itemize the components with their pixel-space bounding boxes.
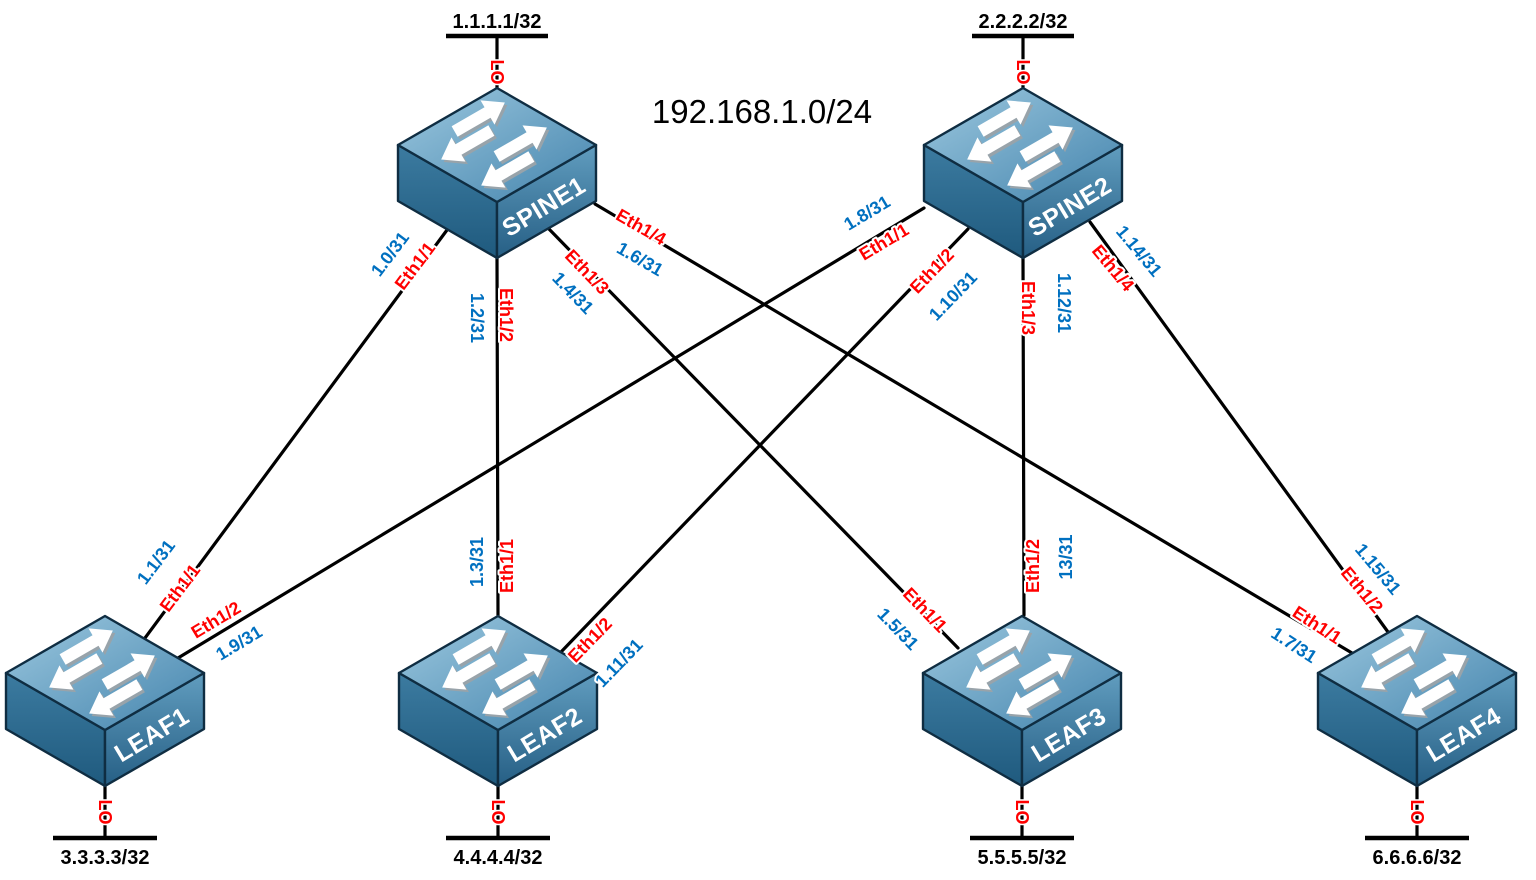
ip-label: 13/31	[1056, 534, 1076, 579]
loopback-label: LO	[487, 60, 507, 85]
link-spine2-leaf4	[1088, 220, 1390, 634]
switch-top-face	[921, 614, 1123, 732]
switch-top-face	[397, 614, 599, 732]
switch-top-face	[922, 86, 1124, 204]
loopback-ip: 6.6.6.6/32	[1373, 847, 1462, 869]
port-label: Eth1/1	[497, 539, 517, 593]
devices-layer: LO1.1.1.1/32SPINE1LO2.2.2.2/32SPINE2LO3.…	[4, 11, 1518, 869]
switch-arrow-icon	[1361, 653, 1417, 693]
switch-arrow-icon	[494, 653, 551, 693]
switch-arrow-icon	[481, 151, 537, 191]
switch-arrow-icon	[89, 679, 145, 719]
link-spine2-leaf3	[1021, 256, 1026, 617]
switch-arrow-icon	[1401, 679, 1457, 719]
loopback-label: LO	[95, 800, 115, 825]
loopback-label: LO	[488, 800, 508, 825]
loopback-ip: 5.5.5.5/32	[978, 847, 1067, 869]
links-layer	[143, 202, 1390, 660]
loopback-label: LO	[1013, 60, 1033, 85]
link-spine1-leaf3	[546, 226, 960, 650]
switch-arrow-icon	[442, 653, 498, 693]
switch-arrow-icon	[49, 653, 105, 693]
switch-arrow-icon	[493, 125, 550, 165]
link-spine1-leaf1	[143, 228, 449, 640]
link-spine1-leaf4	[593, 202, 1354, 655]
link-spine1-leaf2	[495, 256, 500, 617]
port-label: Eth1/2	[1023, 539, 1043, 593]
subnet-title: 192.168.1.0/24	[652, 93, 872, 130]
switch-arrow-icon	[1018, 653, 1075, 693]
loopback-ip: 3.3.3.3/32	[61, 847, 150, 869]
switch-arrow-icon	[1413, 653, 1470, 693]
ip-label: 1.8/31	[840, 192, 893, 235]
loopback-label: LO	[1012, 800, 1032, 825]
switch-arrow-icon	[1006, 679, 1062, 719]
labels-layer: Eth1/11.0/31Eth1/11.1/31Eth1/21.2/31Eth1…	[131, 190, 1407, 694]
loopback-ip: 1.1.1.1/32	[453, 11, 542, 33]
switch-arrow-icon	[101, 653, 158, 693]
switch-arrow-icon	[967, 125, 1023, 165]
ip-label: 1.3/31	[467, 537, 487, 587]
switch-arrow-icon	[976, 628, 1033, 668]
port-label: Eth1/2	[496, 288, 516, 342]
link-spine2-leaf2	[559, 227, 970, 654]
switch-arrow-icon	[59, 628, 116, 668]
switch-top-face	[396, 86, 598, 204]
loopback-label: LO	[1407, 800, 1427, 825]
switch-top-face	[4, 614, 206, 732]
link-spine2-leaf1	[176, 206, 926, 660]
port-label: Eth1/3	[1018, 281, 1038, 335]
switch-arrow-icon	[482, 679, 538, 719]
switch-arrow-icon	[977, 100, 1034, 140]
switch-arrow-icon	[451, 100, 508, 140]
loopback-ip: 2.2.2.2/32	[979, 11, 1068, 33]
ip-label: 1.2/31	[467, 293, 487, 343]
switch-arrow-icon	[1019, 125, 1076, 165]
switch-arrow-icon	[441, 125, 497, 165]
switch-top-face	[1316, 614, 1518, 732]
switch-arrow-icon	[1371, 628, 1428, 668]
switch-arrow-icon	[1007, 151, 1063, 191]
switch-arrow-icon	[452, 628, 509, 668]
ip-label: 1.12/31	[1054, 273, 1074, 333]
switch-arrow-icon	[966, 653, 1022, 693]
loopback-ip: 4.4.4.4/32	[454, 847, 543, 869]
